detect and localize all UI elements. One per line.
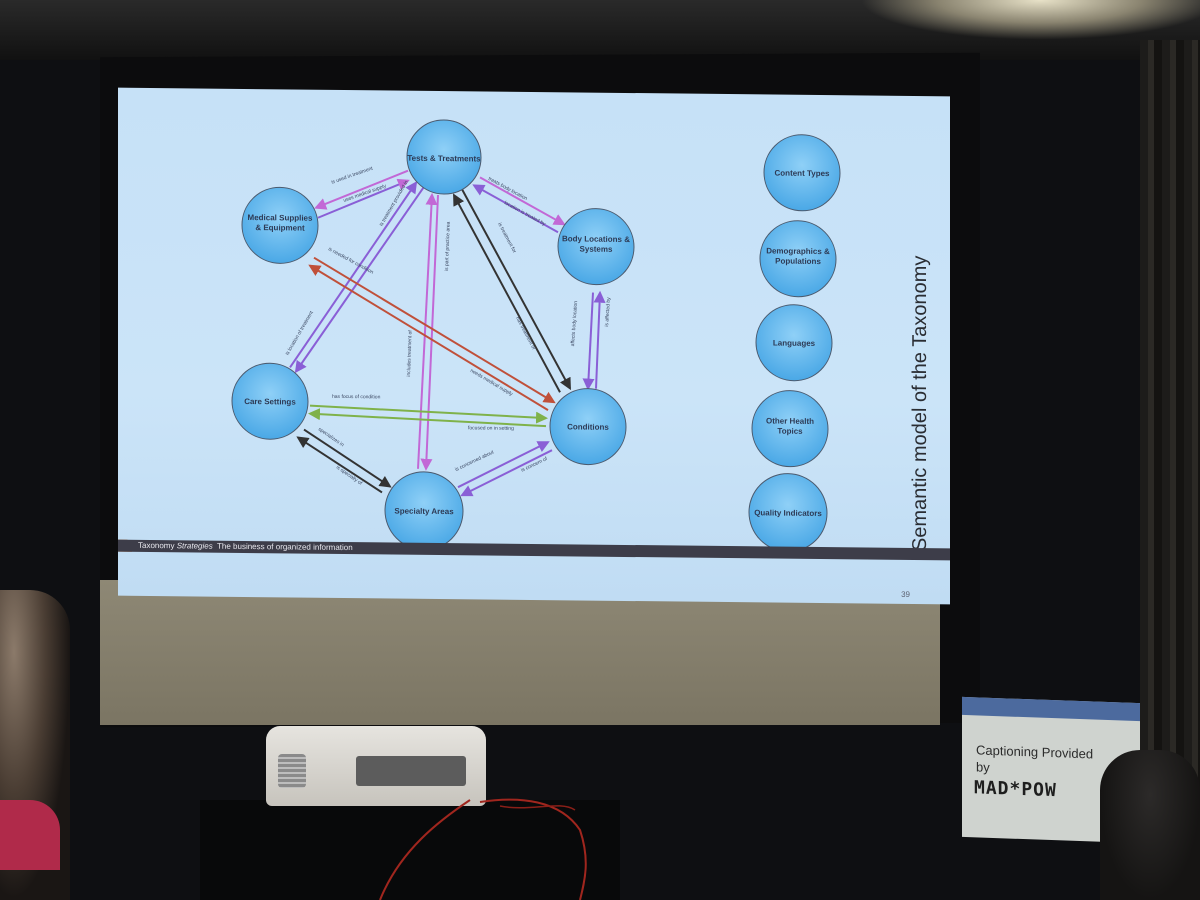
edge-line — [593, 290, 606, 389]
edge-line — [317, 178, 410, 219]
edge-label: affects body location — [570, 301, 579, 347]
edge-line — [457, 441, 550, 489]
edge-line — [308, 408, 547, 428]
edge-line — [417, 192, 438, 469]
projector-vent-icon — [278, 754, 306, 788]
node-label: Tests & Treatments — [407, 154, 481, 164]
edge-line — [314, 169, 409, 210]
edge-line — [313, 256, 556, 404]
edge-line — [472, 184, 559, 234]
ceiling-light — [860, 0, 1200, 40]
node-languages: Languages — [755, 304, 833, 382]
node-demographics: Demographics & Populations — [759, 220, 837, 298]
edge-line — [289, 181, 418, 369]
edge-line — [479, 176, 566, 226]
projection-screen-surface — [100, 580, 940, 725]
node-body-locations: Body Locations & Systems — [557, 208, 635, 286]
node-content-types: Content Types — [763, 134, 841, 212]
edge-line — [582, 292, 595, 391]
edge-line — [309, 404, 548, 424]
edge-line — [308, 264, 549, 412]
edge-label: is affected by — [604, 297, 612, 327]
semantic-model-diagram: is used in treatment uses medical supply… — [231, 119, 841, 553]
node-label: Languages — [773, 339, 816, 348]
edge-label: includes treatment of — [406, 330, 414, 377]
node-medical-supplies: Medical Supplies & Equipment — [241, 186, 319, 264]
side-nodes: Content Types Demographics & Populations… — [748, 134, 841, 553]
edge-line — [303, 428, 392, 488]
audience-shirt — [0, 800, 60, 870]
edge-line — [461, 188, 571, 391]
edge-label: has focus of condition — [332, 394, 381, 401]
edge-line — [294, 186, 425, 374]
node-label: Specialty Areas — [394, 507, 454, 517]
edge-label: is part of practice area — [444, 221, 452, 271]
projector — [266, 726, 486, 806]
edge-line — [296, 436, 383, 494]
node-care-settings: Care Settings — [231, 362, 309, 440]
node-conditions: Conditions — [549, 388, 627, 466]
diagram-edges — [289, 169, 606, 497]
node-tests-treatments: Tests & Treatments — [406, 119, 482, 195]
node-other-health-topics: Other Health Topics — [751, 390, 829, 468]
projector-ports — [356, 756, 466, 786]
edge-line — [420, 194, 439, 471]
presentation-slide: is used in treatment uses medical supply… — [118, 87, 950, 605]
node-label: Care Settings — [244, 397, 296, 407]
audience-member-right — [1100, 750, 1200, 900]
node-label: Content Types — [775, 169, 831, 179]
edge-label: focused on in setting — [468, 425, 514, 431]
edge-line — [453, 193, 561, 393]
node-label: Quality Indicators — [754, 508, 822, 518]
node-label: Conditions — [567, 422, 609, 431]
graph-nodes: Tests & Treatments Medical Supplies & Eq… — [231, 119, 635, 551]
edge-line — [460, 449, 553, 497]
